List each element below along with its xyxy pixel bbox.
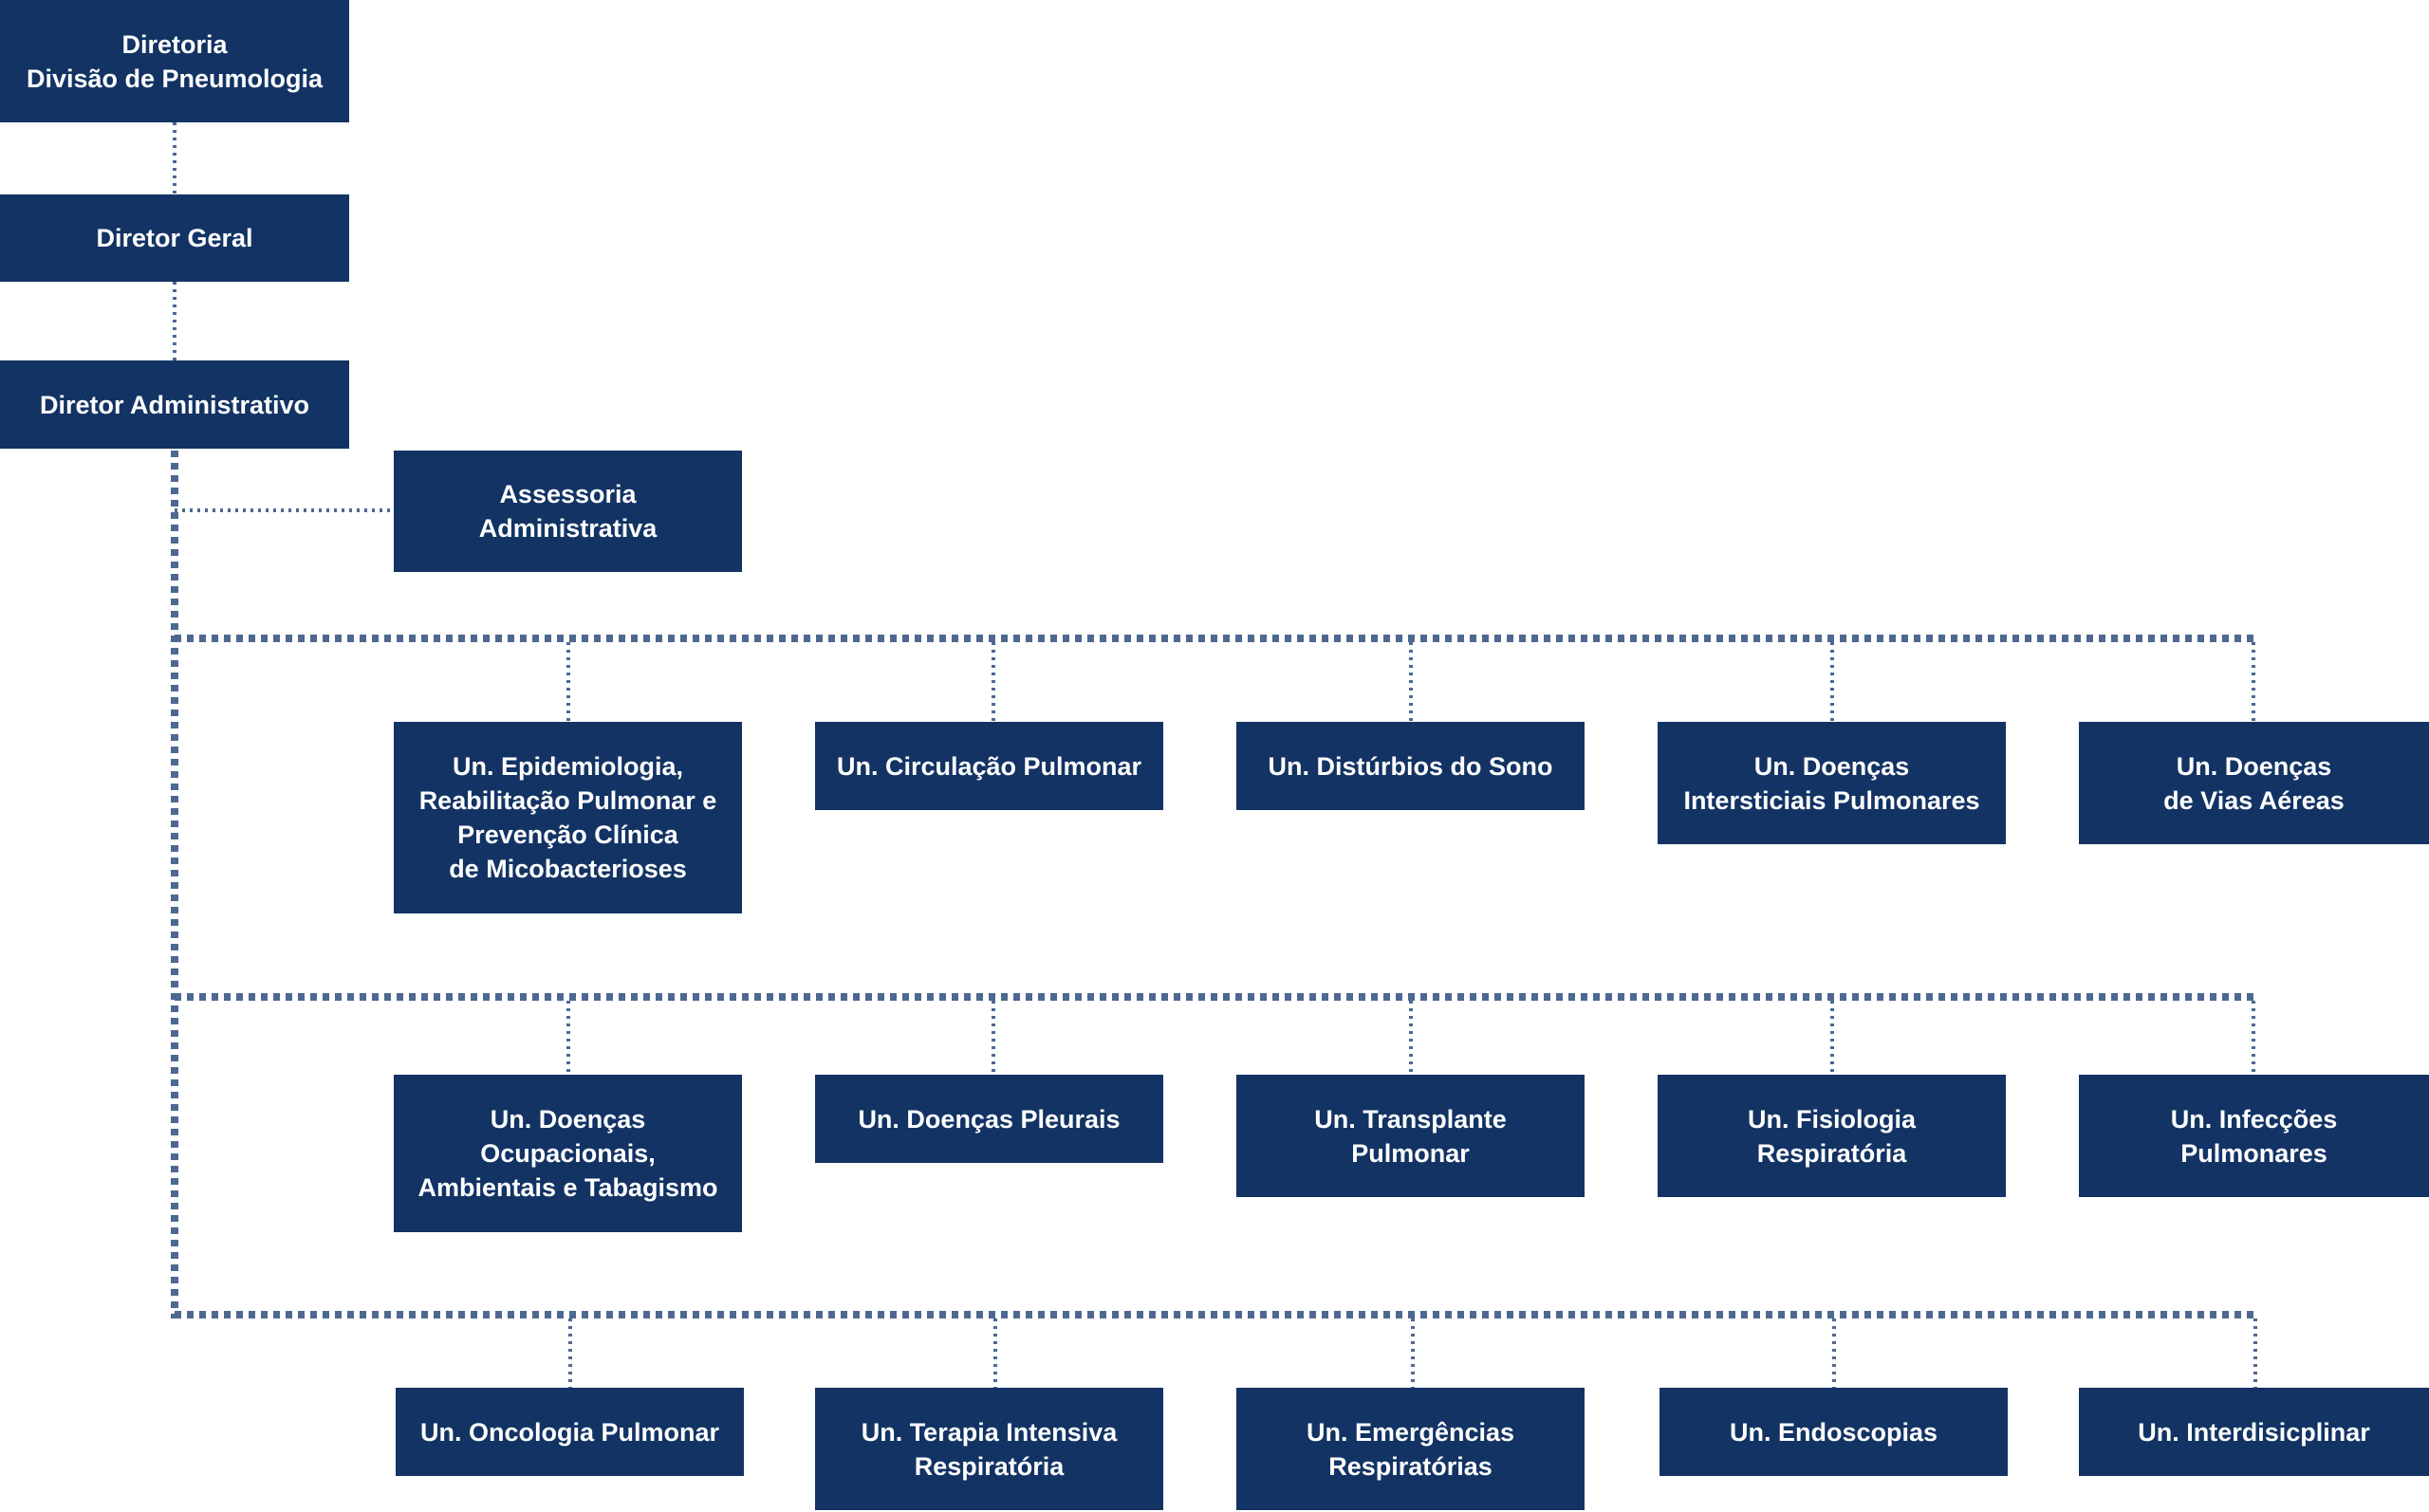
node-diretoria: Diretoria Divisão de Pneumologia bbox=[0, 0, 349, 122]
node-unit: Un. Oncologia Pulmonar bbox=[396, 1388, 744, 1476]
node-unit: Un. Doenças Pleurais bbox=[815, 1075, 1163, 1163]
node-unit: Un. Doenças Ocupacionais, Ambientais e T… bbox=[394, 1075, 742, 1232]
node-unit: Un. Fisiologia Respiratória bbox=[1658, 1075, 2006, 1197]
node-unit: Un. Epidemiologia, Reabilitação Pulmonar… bbox=[394, 722, 742, 913]
node-unit: Un. Doenças de Vias Aéreas bbox=[2079, 722, 2429, 844]
node-unit: Un. Endoscopias bbox=[1660, 1388, 2008, 1476]
node-unit: Un. Interdisicplinar bbox=[2079, 1388, 2429, 1476]
node-unit: Un. Circulação Pulmonar bbox=[815, 722, 1163, 810]
node-unit: Un. Doenças Intersticiais Pulmonares bbox=[1658, 722, 2006, 844]
node-assessoria-administrativa: Assessoria Administrativa bbox=[394, 451, 742, 572]
node-diretor-administrativo: Diretor Administrativo bbox=[0, 360, 349, 449]
node-unit: Un. Infecções Pulmonares bbox=[2079, 1075, 2429, 1197]
node-unit: Un. Emergências Respiratórias bbox=[1236, 1388, 1585, 1510]
node-unit: Un. Terapia Intensiva Respiratória bbox=[815, 1388, 1163, 1510]
node-diretor-geral: Diretor Geral bbox=[0, 194, 349, 282]
node-unit: Un. Transplante Pulmonar bbox=[1236, 1075, 1585, 1197]
node-unit: Un. Distúrbios do Sono bbox=[1236, 722, 1585, 810]
